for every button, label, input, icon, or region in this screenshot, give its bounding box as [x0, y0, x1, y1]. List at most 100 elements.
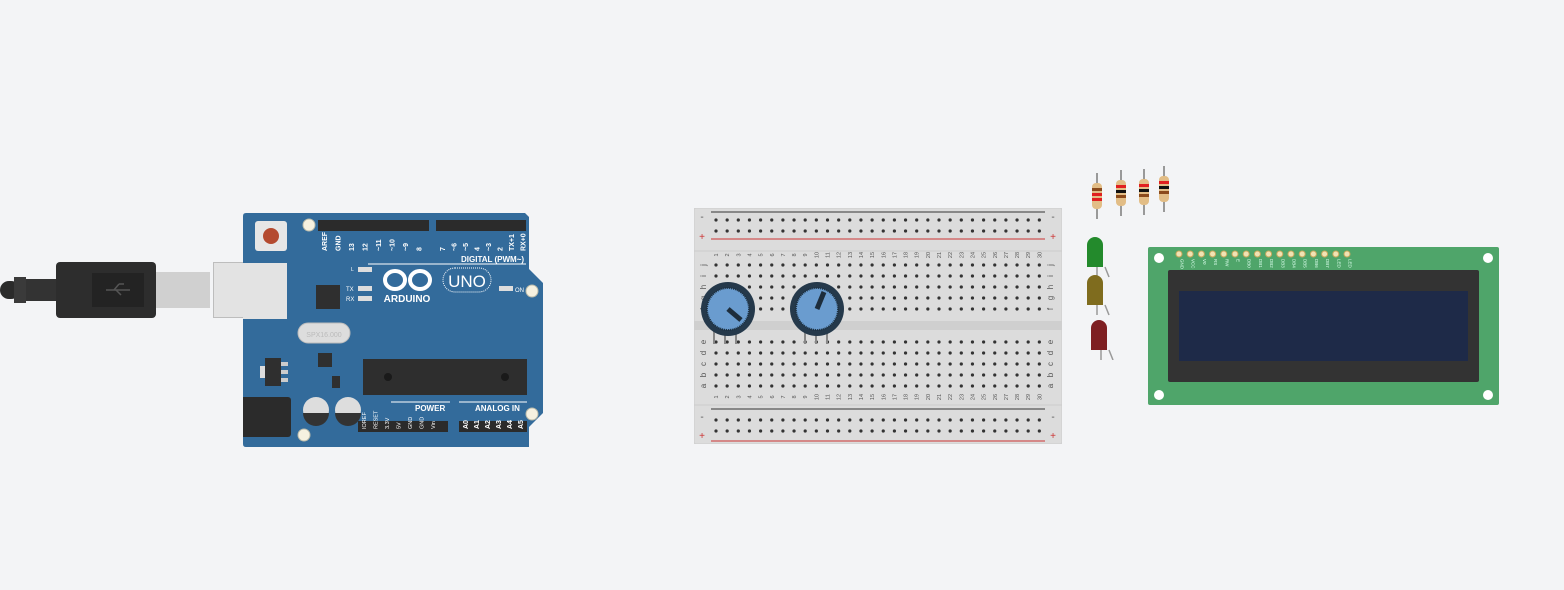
hole[interactable]	[848, 362, 852, 366]
hole[interactable]	[970, 340, 975, 344]
rail-hole[interactable]	[725, 218, 729, 222]
hole[interactable]	[1004, 351, 1008, 355]
rail-hole[interactable]	[837, 229, 841, 233]
rail-hole[interactable]	[937, 418, 941, 422]
hole[interactable]	[837, 373, 841, 377]
hole[interactable]	[870, 351, 874, 355]
hole[interactable]	[1015, 285, 1019, 289]
hole[interactable]	[803, 263, 807, 267]
hole[interactable]	[915, 373, 919, 377]
rail-hole[interactable]	[747, 218, 752, 222]
hole[interactable]	[714, 384, 718, 388]
hole[interactable]	[825, 351, 830, 355]
lcd-pin[interactable]	[1265, 250, 1273, 258]
hole[interactable]	[1015, 340, 1019, 344]
hole[interactable]	[903, 384, 908, 388]
hole[interactable]	[881, 296, 885, 300]
hole[interactable]	[892, 274, 896, 278]
hole[interactable]	[1026, 296, 1030, 300]
rail-hole[interactable]	[915, 229, 919, 233]
potentiometer-1[interactable]	[701, 282, 755, 344]
hole[interactable]	[948, 307, 952, 311]
rail-hole[interactable]	[792, 218, 796, 222]
hole[interactable]	[903, 263, 908, 267]
hole[interactable]	[870, 296, 874, 300]
rail-hole[interactable]	[1004, 229, 1008, 233]
hole[interactable]	[982, 362, 986, 366]
rail-hole[interactable]	[747, 229, 752, 233]
resistor[interactable]	[1139, 169, 1149, 215]
rail-hole[interactable]	[881, 429, 885, 433]
hole[interactable]	[859, 351, 863, 355]
lcd-pin[interactable]	[1298, 250, 1306, 258]
hole[interactable]	[926, 263, 930, 267]
hole[interactable]	[870, 263, 874, 267]
rail-hole[interactable]	[970, 229, 975, 233]
hole[interactable]	[926, 274, 930, 278]
hole[interactable]	[747, 274, 752, 278]
hole[interactable]	[859, 340, 863, 344]
rail-hole[interactable]	[837, 218, 841, 222]
hole[interactable]	[759, 296, 763, 300]
hole[interactable]	[1037, 263, 1041, 267]
hole[interactable]	[759, 362, 763, 366]
hole[interactable]	[770, 307, 774, 311]
hole[interactable]	[970, 384, 975, 388]
hole[interactable]	[1037, 362, 1041, 366]
hole[interactable]	[870, 274, 874, 278]
rail-hole[interactable]	[725, 429, 729, 433]
rail-hole[interactable]	[926, 229, 930, 233]
hole[interactable]	[1015, 373, 1019, 377]
rail-hole[interactable]	[926, 218, 930, 222]
hole[interactable]	[714, 373, 718, 377]
rail-hole[interactable]	[959, 229, 963, 233]
rail-hole[interactable]	[937, 218, 941, 222]
hole[interactable]	[926, 307, 930, 311]
hole[interactable]	[747, 384, 752, 388]
hole[interactable]	[1015, 351, 1019, 355]
rail-hole[interactable]	[781, 229, 785, 233]
hole[interactable]	[859, 362, 863, 366]
rail-hole[interactable]	[982, 218, 986, 222]
rail-hole[interactable]	[848, 218, 852, 222]
resistor[interactable]	[1159, 166, 1169, 212]
hole[interactable]	[892, 307, 896, 311]
hole[interactable]	[725, 340, 729, 344]
hole[interactable]	[993, 274, 997, 278]
rail-hole[interactable]	[792, 429, 796, 433]
rail-hole[interactable]	[759, 218, 763, 222]
hole[interactable]	[770, 362, 774, 366]
hole[interactable]	[937, 340, 941, 344]
hole[interactable]	[1015, 274, 1019, 278]
hole[interactable]	[781, 307, 785, 311]
rail-hole[interactable]	[937, 429, 941, 433]
rail-hole[interactable]	[870, 418, 874, 422]
lcd-pin[interactable]	[1231, 250, 1239, 258]
hole[interactable]	[903, 373, 908, 377]
hole[interactable]	[903, 351, 908, 355]
hole[interactable]	[848, 307, 852, 311]
hole[interactable]	[959, 362, 963, 366]
rail-hole[interactable]	[903, 429, 908, 433]
rail-hole[interactable]	[892, 429, 896, 433]
hole[interactable]	[825, 274, 830, 278]
rail-hole[interactable]	[837, 418, 841, 422]
hole[interactable]	[759, 307, 763, 311]
hole[interactable]	[1037, 351, 1041, 355]
hole[interactable]	[770, 340, 774, 344]
rail-hole[interactable]	[859, 218, 863, 222]
hole[interactable]	[1015, 296, 1019, 300]
hole[interactable]	[759, 340, 763, 344]
hole[interactable]	[1015, 307, 1019, 311]
hole[interactable]	[915, 285, 919, 289]
hole[interactable]	[881, 340, 885, 344]
hole[interactable]	[781, 274, 785, 278]
hole[interactable]	[837, 384, 841, 388]
hole[interactable]	[781, 296, 785, 300]
rail-hole[interactable]	[770, 418, 774, 422]
hole[interactable]	[759, 373, 763, 377]
hole[interactable]	[747, 340, 752, 344]
hole[interactable]	[959, 384, 963, 388]
hole[interactable]	[1026, 263, 1030, 267]
